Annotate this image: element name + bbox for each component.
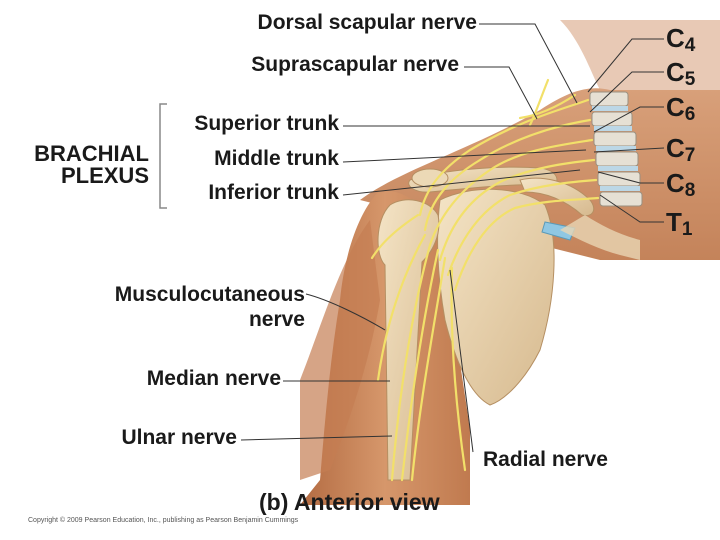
suprascapular-label: Suprascapular nerve bbox=[251, 53, 459, 76]
brachial-plexus-label: BRACHIAL PLEXUS bbox=[34, 143, 149, 187]
copyright-notice: Copyright © 2009 Pearson Education, Inc.… bbox=[28, 517, 299, 524]
median-nerve-label: Median nerve bbox=[146, 367, 281, 390]
arm-muscle bbox=[300, 220, 380, 480]
dorsal-scapular-label: Dorsal scapular nerve bbox=[257, 11, 477, 34]
segment-c6-label: C6 bbox=[666, 92, 696, 125]
plexus-bracket bbox=[159, 103, 167, 209]
figure-caption: (b) Anterior view bbox=[259, 489, 440, 515]
segment-c7-label: C7 bbox=[666, 133, 696, 166]
sternum-edge bbox=[560, 215, 640, 260]
neck-skin bbox=[560, 20, 720, 90]
brachial-plexus-line1: BRACHIAL bbox=[34, 141, 149, 166]
segment-c4-label: C4 bbox=[666, 23, 696, 56]
brachial-plexus-nerves bbox=[370, 78, 600, 482]
inferior-trunk-label: Inferior trunk bbox=[208, 181, 339, 204]
segment-c8-label: C8 bbox=[666, 168, 696, 201]
radial-nerve-label: Radial nerve bbox=[483, 448, 608, 471]
musculocutaneous-label-line2: nerve bbox=[248, 308, 305, 331]
scapula-bone bbox=[437, 188, 555, 406]
ulnar-nerve-label: Ulnar nerve bbox=[121, 426, 237, 449]
superior-trunk-label: Superior trunk bbox=[194, 112, 339, 135]
vertebra-discs bbox=[592, 106, 640, 191]
brachial-plexus-line2: PLEXUS bbox=[60, 163, 149, 188]
middle-trunk-label: Middle trunk bbox=[214, 147, 339, 170]
musculocutaneous-label-line1: Musculocutaneous bbox=[114, 283, 305, 306]
segment-c5-label: C5 bbox=[666, 57, 696, 90]
leader-lines bbox=[240, 23, 665, 453]
segment-t1-label: T1 bbox=[666, 207, 693, 240]
